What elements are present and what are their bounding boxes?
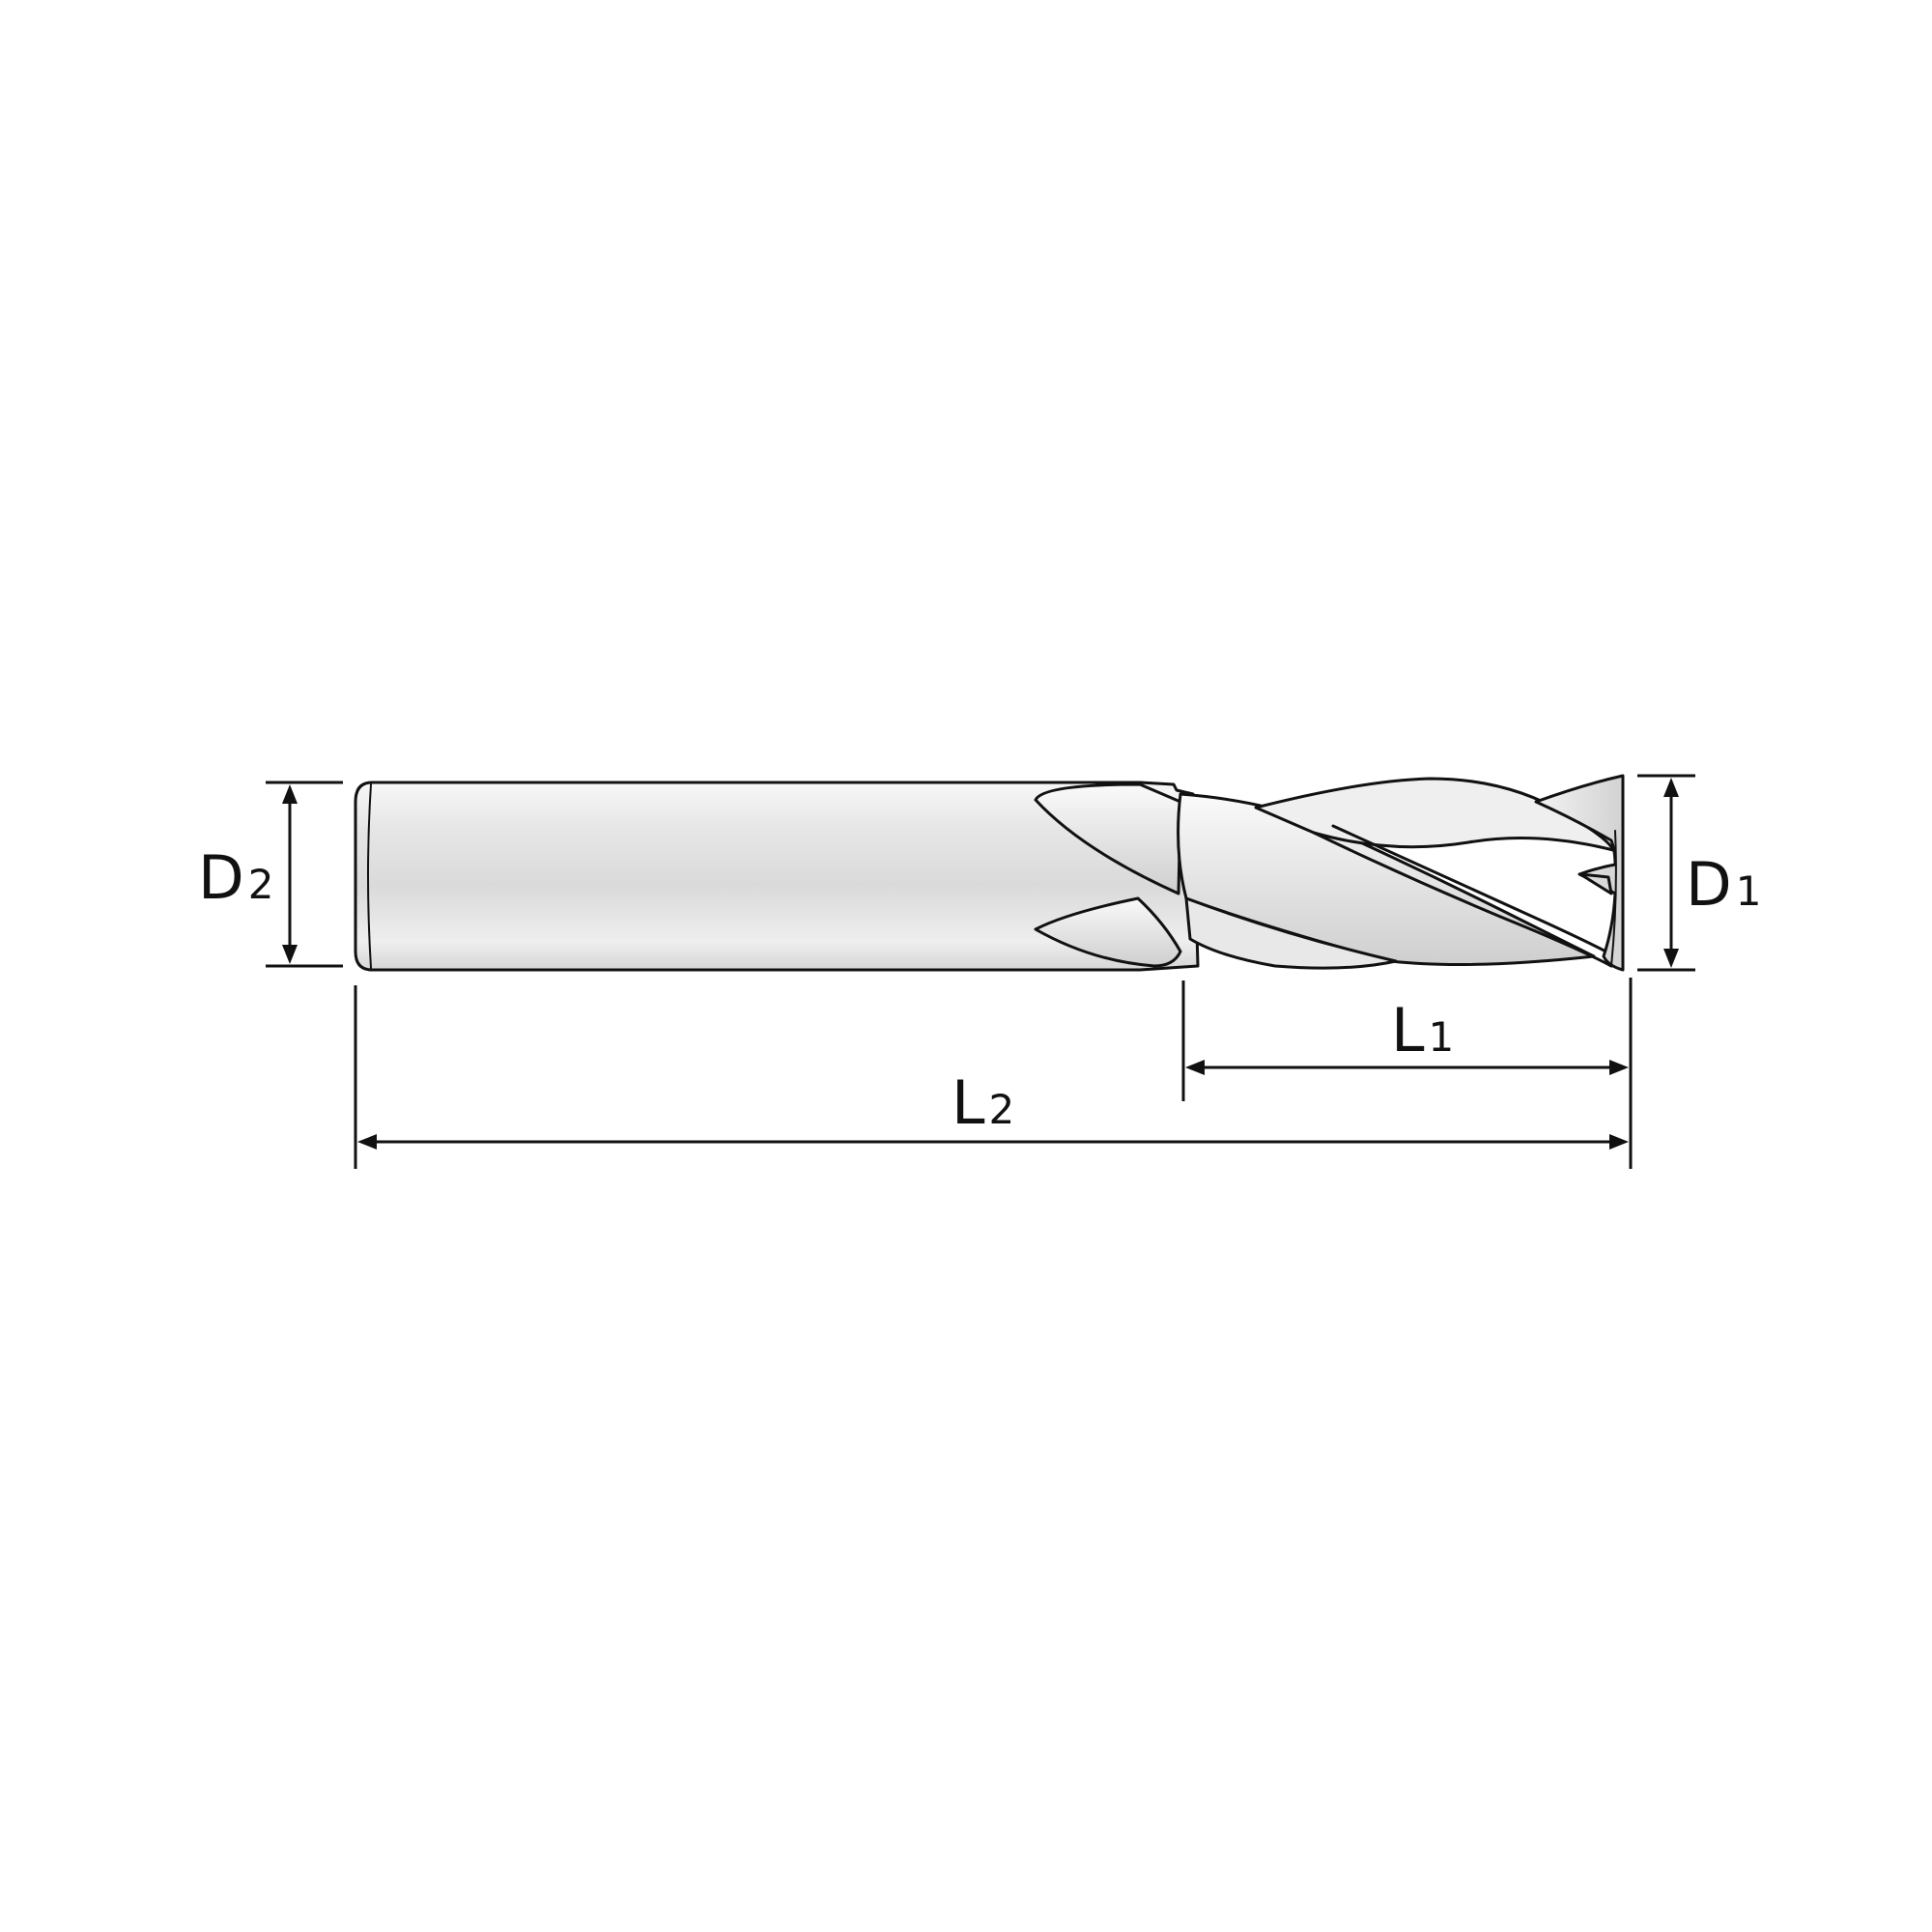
shank-chamfer-line bbox=[367, 783, 372, 969]
d1-letter: D bbox=[1686, 849, 1732, 920]
flute-groove-line bbox=[1312, 831, 1613, 968]
d2-letter: D bbox=[198, 842, 244, 913]
flute-runout-lower bbox=[1034, 896, 1182, 968]
d2-index: 2 bbox=[248, 861, 274, 908]
l1-letter: L bbox=[1391, 995, 1425, 1065]
l1-arrow-right bbox=[1609, 1060, 1629, 1075]
l2-arrow-left bbox=[357, 1134, 377, 1150]
l1-index: 1 bbox=[1429, 1013, 1455, 1061]
d1-label: D1 bbox=[1686, 849, 1761, 920]
l2-label: L2 bbox=[952, 1067, 1014, 1138]
d1-index: 1 bbox=[1736, 867, 1762, 915]
end-mill-tool bbox=[354, 774, 1625, 972]
l1-label: L1 bbox=[1391, 995, 1454, 1065]
l2-letter: L bbox=[952, 1067, 985, 1138]
l1-arrow-left bbox=[1185, 1060, 1205, 1075]
l2-arrow-right bbox=[1609, 1134, 1629, 1150]
dimension-labels: D2 D1 L1 L2 bbox=[198, 842, 1761, 1138]
dimension-lines bbox=[266, 774, 1695, 1169]
flute-helix-3 bbox=[1184, 896, 1398, 970]
d1-arrow-bottom bbox=[1663, 949, 1679, 968]
tip-notch bbox=[1578, 872, 1613, 895]
d2-label: D2 bbox=[198, 842, 273, 913]
flute-groove-line-2 bbox=[1331, 824, 1617, 958]
tip-face-line bbox=[1610, 830, 1617, 967]
d2-arrow-bottom bbox=[282, 945, 298, 964]
d2-arrow-top bbox=[282, 784, 298, 804]
flute-runout-upper bbox=[1034, 782, 1182, 895]
d1-arrow-top bbox=[1663, 778, 1679, 797]
l2-index: 2 bbox=[989, 1086, 1015, 1133]
